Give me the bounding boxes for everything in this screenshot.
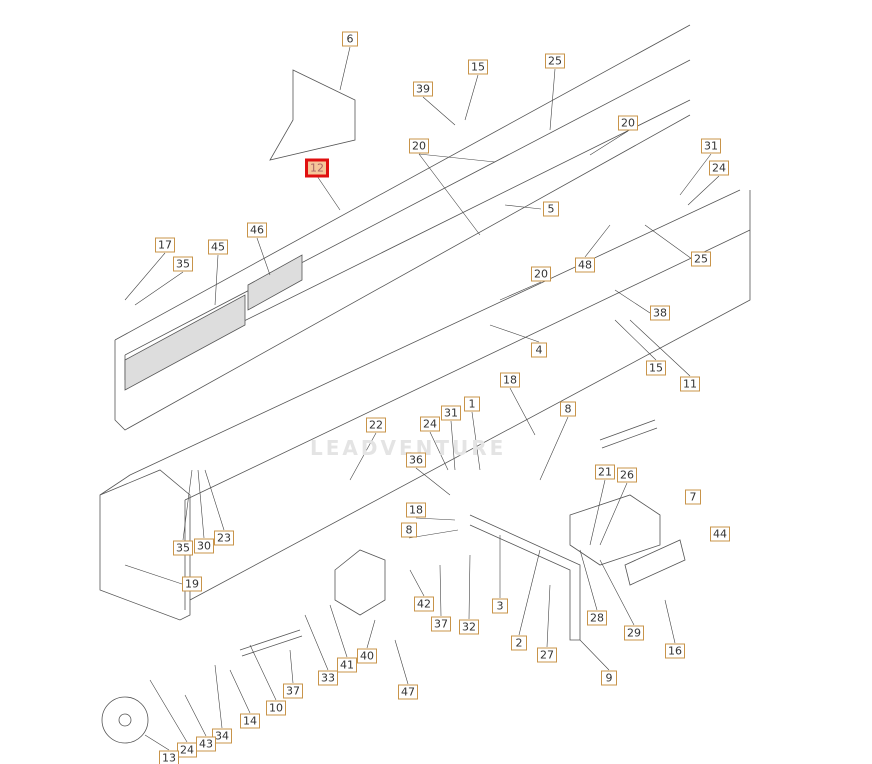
part-callout-44[interactable]: 44 xyxy=(710,526,730,542)
part-callout-26[interactable]: 26 xyxy=(617,467,637,483)
upper-beam xyxy=(114,24,691,431)
part-callout-47[interactable]: 47 xyxy=(398,684,418,700)
part-callout-38[interactable]: 38 xyxy=(650,305,670,321)
part-callout-22[interactable]: 22 xyxy=(366,417,386,433)
part-callout-21[interactable]: 21 xyxy=(595,464,615,480)
shaft-10 xyxy=(239,629,303,657)
part-callout-40[interactable]: 40 xyxy=(357,648,377,664)
part-callout-19[interactable]: 19 xyxy=(182,576,202,592)
part-callout-25[interactable]: 25 xyxy=(691,251,711,267)
part-callout-31[interactable]: 31 xyxy=(441,405,461,421)
part-callout-20[interactable]: 20 xyxy=(409,138,429,154)
part-callout-8[interactable]: 8 xyxy=(560,401,576,417)
part-callout-23[interactable]: 23 xyxy=(214,530,234,546)
part-callout-35[interactable]: 35 xyxy=(173,540,193,556)
part-callout-5[interactable]: 5 xyxy=(543,201,559,217)
part-callout-11[interactable]: 11 xyxy=(680,376,700,392)
part-callout-45[interactable]: 45 xyxy=(208,239,228,255)
box-7 xyxy=(569,494,661,566)
part-callout-6[interactable]: 6 xyxy=(342,31,358,47)
part-callout-37[interactable]: 37 xyxy=(283,683,303,699)
part-callout-2[interactable]: 2 xyxy=(511,635,527,651)
part-callout-17[interactable]: 17 xyxy=(155,237,175,253)
part-callout-20[interactable]: 20 xyxy=(531,266,551,282)
part-callout-3[interactable]: 3 xyxy=(492,598,508,614)
part-callout-24[interactable]: 24 xyxy=(420,416,440,432)
lower-beam xyxy=(99,189,751,610)
part-callout-28[interactable]: 28 xyxy=(587,610,607,626)
part-callout-15[interactable]: 15 xyxy=(646,360,666,376)
grille-46 xyxy=(247,254,303,311)
part-callout-29[interactable]: 29 xyxy=(624,625,644,641)
part-callout-36[interactable]: 36 xyxy=(406,452,426,468)
part-callout-24[interactable]: 24 xyxy=(177,742,197,758)
part-callout-20[interactable]: 20 xyxy=(618,115,638,131)
part-callout-15[interactable]: 15 xyxy=(468,59,488,75)
part-callout-46[interactable]: 46 xyxy=(247,222,267,238)
part-callout-35[interactable]: 35 xyxy=(173,256,193,272)
part-callout-9[interactable]: 9 xyxy=(601,670,617,686)
part-callout-30[interactable]: 30 xyxy=(194,538,214,554)
part-callout-34[interactable]: 34 xyxy=(212,728,232,744)
part-callout-25[interactable]: 25 xyxy=(545,53,565,69)
part-callout-4[interactable]: 4 xyxy=(531,342,547,358)
part-callout-10[interactable]: 10 xyxy=(266,700,286,716)
part-callout-7[interactable]: 7 xyxy=(685,489,701,505)
leader-lines xyxy=(124,46,720,751)
plate-44 xyxy=(624,539,686,586)
motor-mount xyxy=(334,549,386,616)
bracket-9 xyxy=(469,514,581,641)
part-callout-48[interactable]: 48 xyxy=(575,257,595,273)
shield-part xyxy=(269,69,356,161)
grille-45 xyxy=(124,294,246,391)
part-callout-14[interactable]: 14 xyxy=(240,713,260,729)
part-callout-33[interactable]: 33 xyxy=(318,670,338,686)
part-callout-13[interactable]: 13 xyxy=(159,750,179,764)
part-callout-18[interactable]: 18 xyxy=(500,372,520,388)
part-callout-37[interactable]: 37 xyxy=(431,616,451,632)
part-callout-43[interactable]: 43 xyxy=(196,736,216,752)
part-callout-8[interactable]: 8 xyxy=(401,522,417,538)
part-callout-16[interactable]: 16 xyxy=(665,643,685,659)
part-callout-12[interactable]: 12 xyxy=(305,158,329,178)
part-callout-18[interactable]: 18 xyxy=(406,502,426,518)
part-callout-42[interactable]: 42 xyxy=(414,596,434,612)
sprocket xyxy=(101,696,149,744)
part-callout-41[interactable]: 41 xyxy=(337,657,357,673)
part-callout-27[interactable]: 27 xyxy=(537,647,557,663)
part-callout-39[interactable]: 39 xyxy=(413,81,433,97)
part-callout-31[interactable]: 31 xyxy=(701,138,721,154)
part-callout-24[interactable]: 24 xyxy=(709,160,729,176)
end-box xyxy=(99,469,191,621)
part-callout-32[interactable]: 32 xyxy=(459,619,479,635)
part-callout-1[interactable]: 1 xyxy=(464,396,480,412)
roller-17 xyxy=(599,419,658,449)
